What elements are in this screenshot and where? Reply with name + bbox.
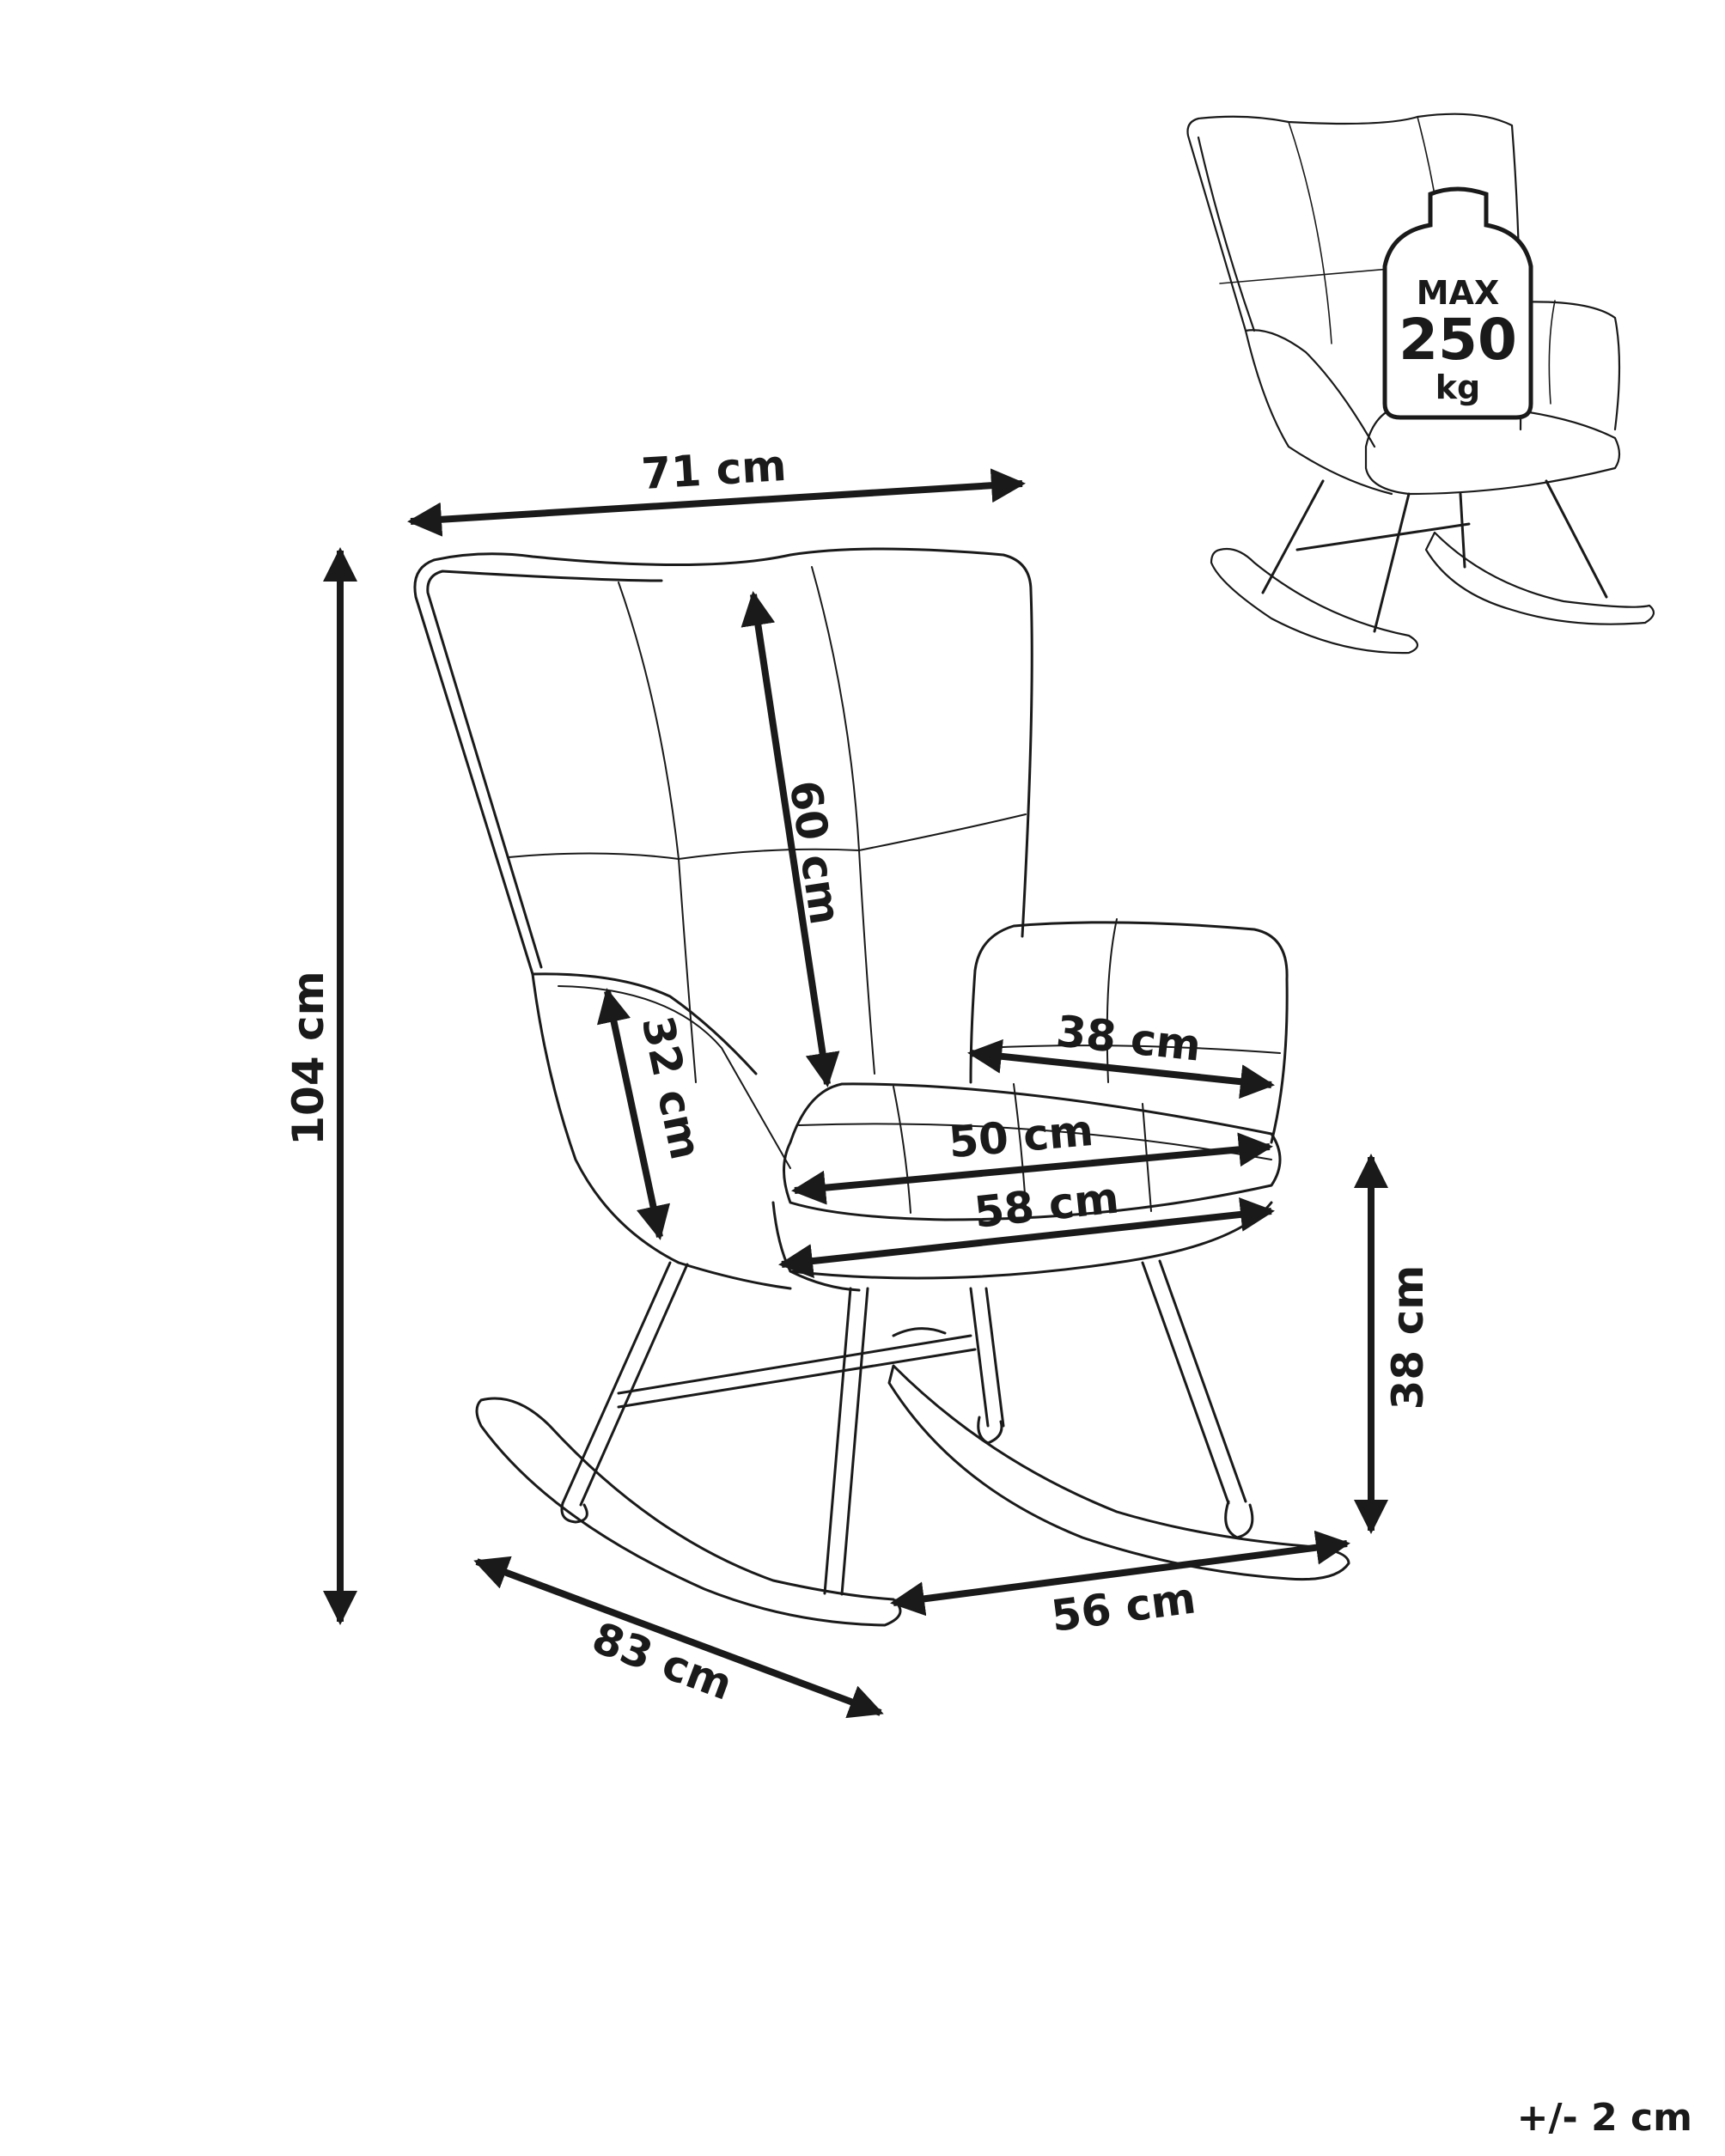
dim-arrow-width bbox=[407, 468, 1026, 537]
dim-label-base-width: 56 cm bbox=[1048, 1573, 1198, 1641]
dim-label-seat-width: 50 cm bbox=[947, 1105, 1095, 1167]
dim-label-height: 104 cm bbox=[283, 971, 333, 1146]
max-load-line2: 250 bbox=[1399, 307, 1517, 373]
dim-arrow-armrest-height bbox=[596, 988, 671, 1240]
dim-arrow-depth bbox=[473, 1556, 884, 1719]
max-load-badge: MAX 250 kg bbox=[1382, 186, 1533, 420]
dim-label-depth: 83 cm bbox=[586, 1612, 739, 1709]
dim-label-backrest: 60 cm bbox=[780, 777, 850, 928]
rocking-chair-drawing bbox=[413, 547, 1350, 1627]
dim-label-width: 71 cm bbox=[640, 441, 788, 499]
dim-arrow-base-width bbox=[890, 1530, 1350, 1617]
weight-icon bbox=[1382, 186, 1533, 420]
dim-arrow-armrest-length bbox=[967, 1038, 1275, 1099]
dim-arrow-backrest bbox=[741, 591, 840, 1087]
dimension-labels: 71 cm 104 cm 60 cm 32 cm 38 cm 50 cm 58 … bbox=[283, 441, 1433, 1710]
dim-label-seat-height: 38 cm bbox=[1383, 1265, 1433, 1410]
dim-label-armrest-height: 32 cm bbox=[632, 1012, 711, 1164]
thumbnail-chair-drawing bbox=[1186, 113, 1655, 655]
dimension-arrows bbox=[323, 468, 1388, 1719]
max-load-line3: kg bbox=[1435, 368, 1480, 406]
tolerance-note: +/- 2 cm bbox=[1517, 2096, 1692, 2140]
max-load-line1: MAX bbox=[1417, 274, 1500, 312]
dim-arrow-seat-depth bbox=[778, 1197, 1275, 1278]
dim-arrow-seat-width bbox=[791, 1132, 1273, 1205]
